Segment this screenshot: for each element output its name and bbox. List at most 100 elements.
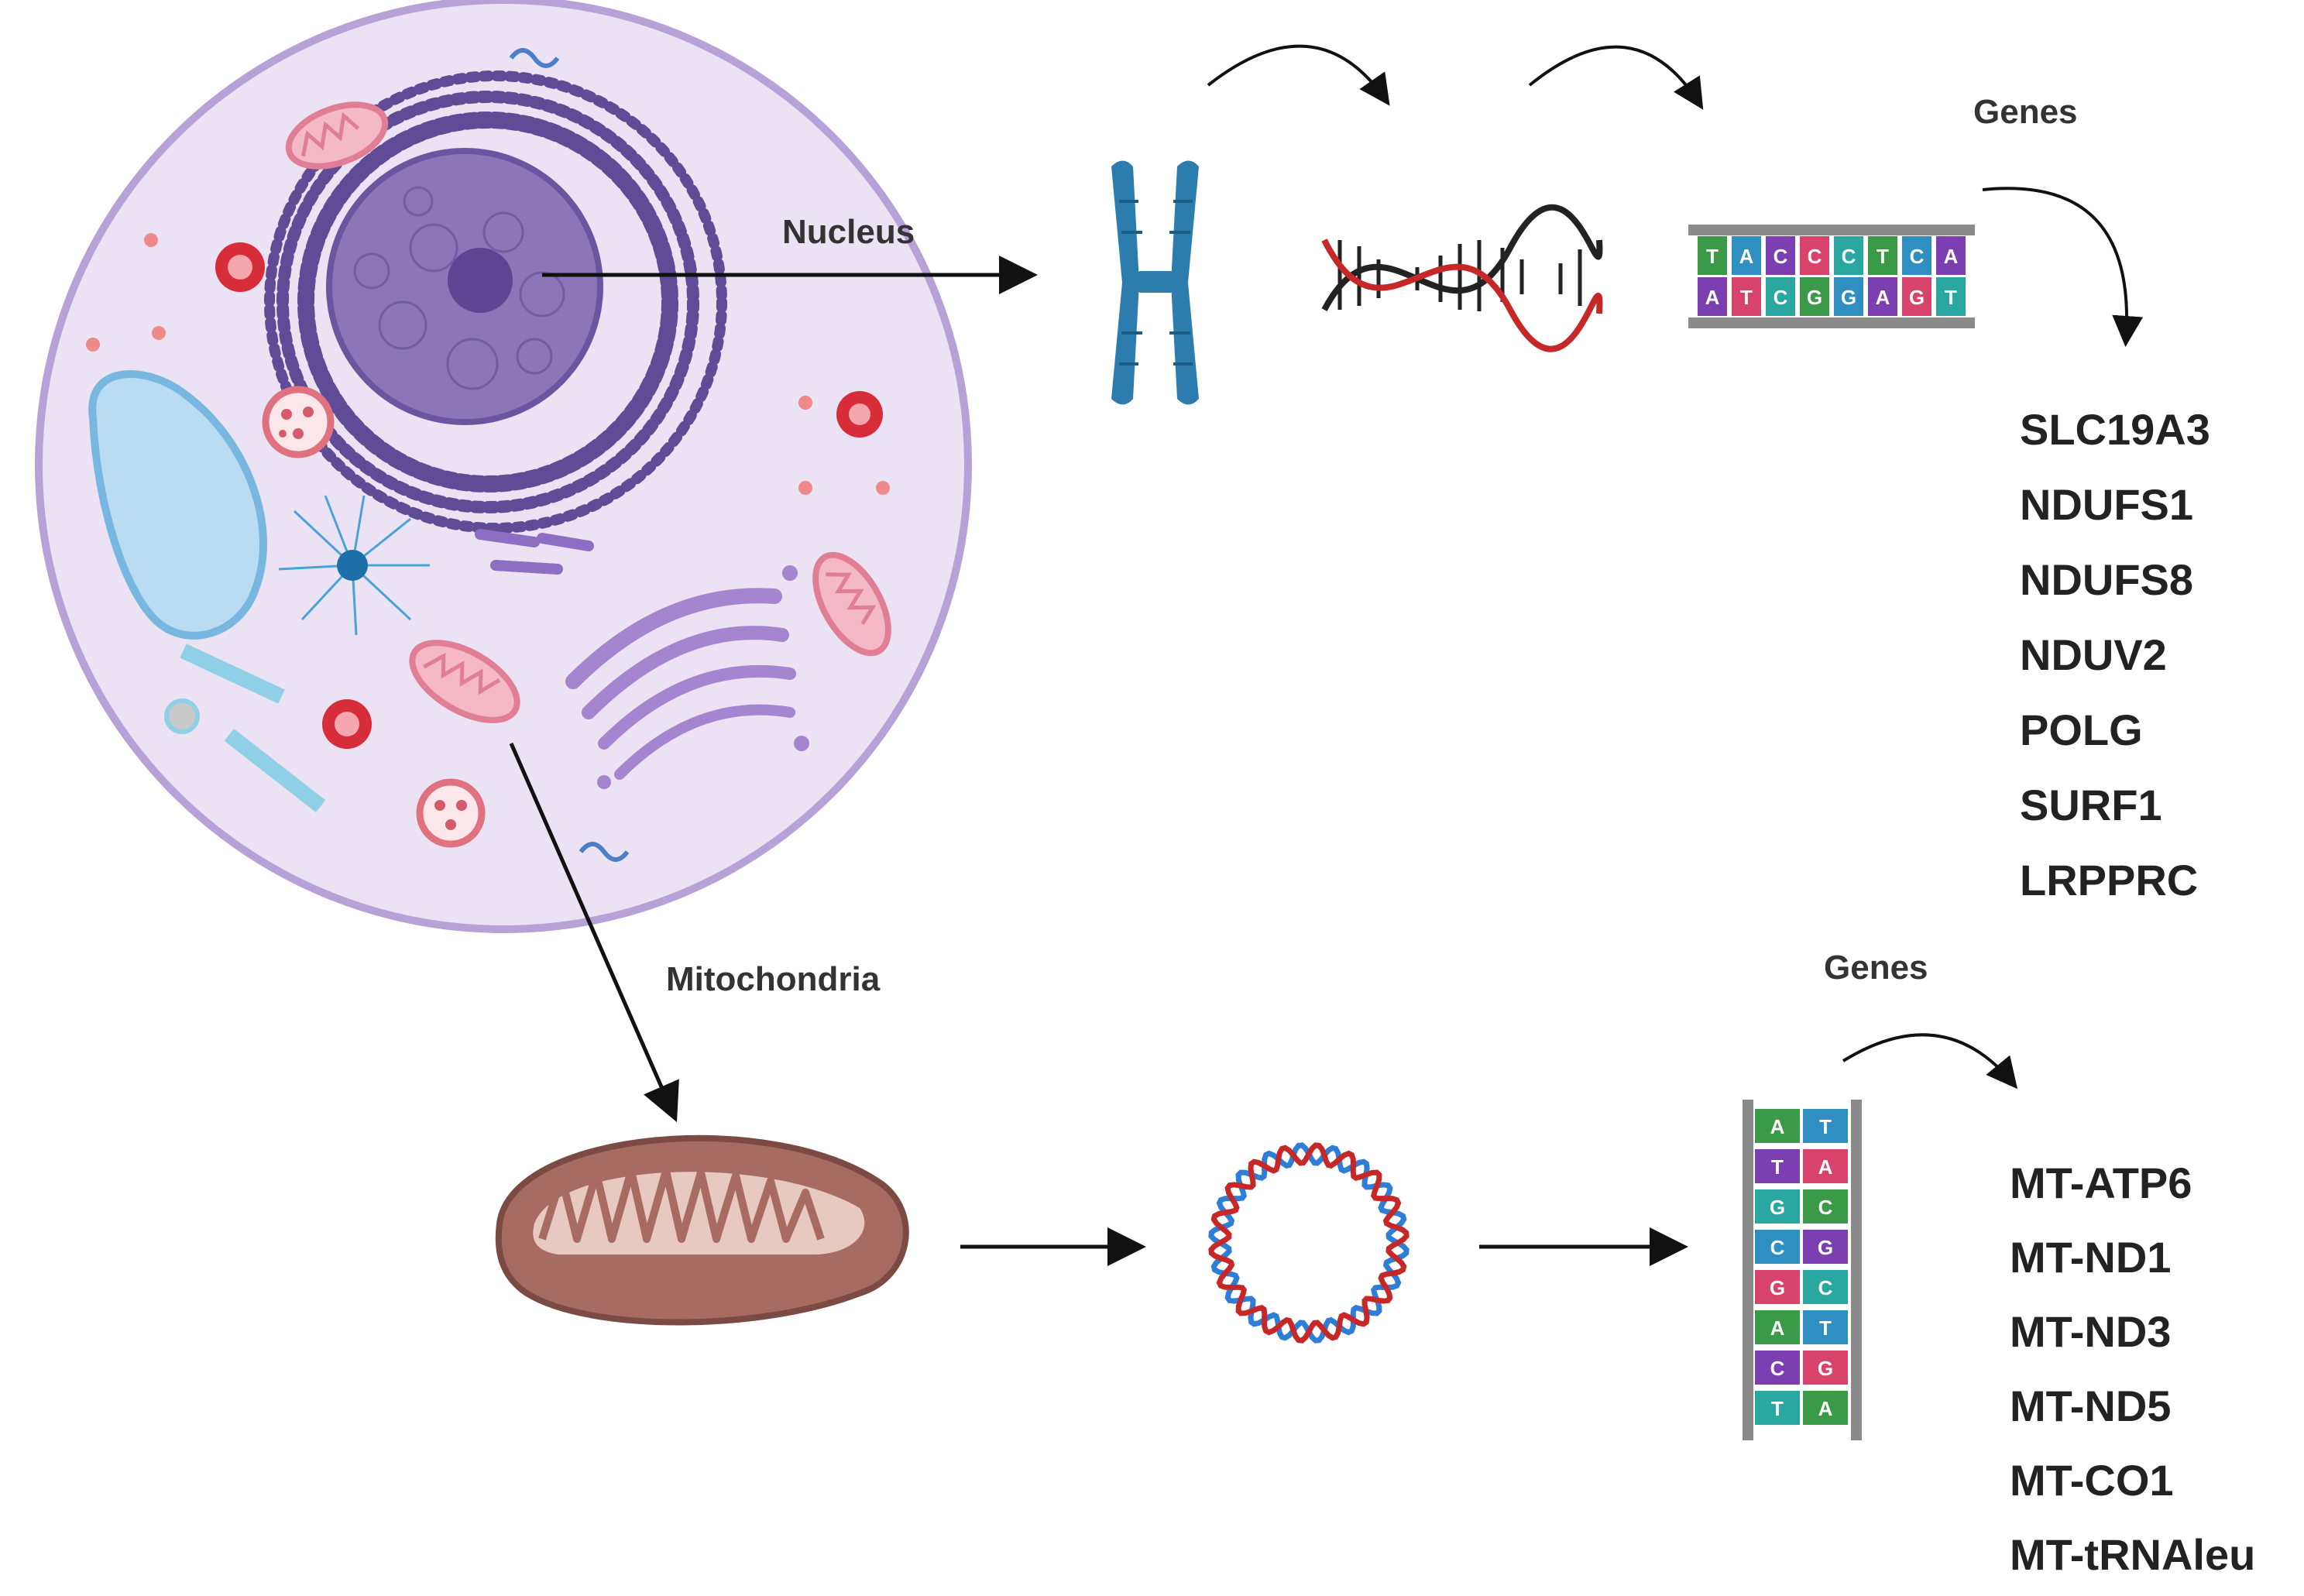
base-letter: C (1773, 245, 1788, 268)
dna-helix-icon (1321, 204, 1603, 352)
base-letter: A (1739, 245, 1754, 268)
base-block (1732, 236, 1761, 275)
centrosome (278, 495, 430, 636)
base-letter: A (1770, 1316, 1785, 1340)
gene-name: LRPPRC (2020, 856, 2199, 904)
squiggle-top (509, 48, 560, 68)
base-block (1800, 277, 1829, 316)
base-block (1936, 236, 1966, 275)
chromosome-icon (1111, 160, 1199, 405)
peroxisomes (262, 386, 486, 848)
base-letter: A (1944, 245, 1959, 268)
base-letter: C (1910, 245, 1925, 268)
base-letter: G (1770, 1276, 1785, 1299)
base-block (1803, 1149, 1848, 1183)
gene-name: MT-tRNAleu (2010, 1530, 2256, 1579)
curved-arrow-2 (1528, 45, 1704, 110)
curved-arrow-4 (1842, 1033, 2018, 1090)
base-block (1803, 1270, 1848, 1304)
base-letter: A (1770, 1115, 1785, 1138)
base-letter: C (1770, 1236, 1785, 1259)
base-letter: T (1877, 245, 1889, 268)
gene-name: NDUFS8 (2020, 555, 2194, 604)
gene-name: NDUFS1 (2020, 480, 2194, 529)
mitochondria-label: Mitochondria (666, 960, 881, 998)
base-letter: G (1770, 1196, 1785, 1219)
base-letter: T (1819, 1316, 1832, 1340)
mitochondrion-icon (495, 1134, 909, 1326)
gene-name: MT-CO1 (2010, 1456, 2174, 1505)
base-letter: T (1945, 286, 1957, 309)
base-block (1936, 277, 1966, 316)
base-block (1755, 1270, 1800, 1304)
gene-name: MT-ATP6 (2010, 1158, 2192, 1207)
gene-name: SLC19A3 (2020, 405, 2210, 454)
base-letter: A (1876, 286, 1890, 309)
base-letter: C (1818, 1276, 1833, 1299)
vacuole (88, 370, 267, 640)
base-letter: C (1818, 1196, 1833, 1219)
base-block (1868, 277, 1897, 316)
base-block (1755, 1230, 1800, 1264)
mtdna-strand (1208, 1142, 1410, 1344)
base-block (1755, 1149, 1800, 1183)
base-letter: T (1740, 286, 1753, 309)
base-letter: A (1818, 1155, 1833, 1179)
mito-small-1 (285, 101, 389, 170)
mito-small-2 (409, 640, 520, 723)
er-fragments (475, 529, 594, 575)
base-block (1698, 277, 1727, 316)
base-block (1868, 236, 1897, 275)
base-letter: G (1841, 286, 1856, 309)
base-letter: C (1773, 286, 1788, 309)
vesicles (86, 233, 890, 495)
base-block (1902, 236, 1931, 275)
golgi-apparatus (565, 565, 809, 789)
genes-label-mito: Genes (1824, 949, 1928, 987)
base-letter: G (1909, 286, 1925, 309)
base-block (1755, 1391, 1800, 1425)
mito-small-3 (812, 551, 891, 657)
curved-arrow-1 (1207, 44, 1390, 106)
base-block (1755, 1310, 1800, 1344)
base-block (1766, 236, 1795, 275)
base-letter: C (1842, 245, 1856, 268)
base-block (1800, 236, 1829, 275)
base-letter: G (1818, 1236, 1833, 1259)
base-block (1803, 1391, 1848, 1425)
nucleus-label: Nucleus (782, 213, 915, 251)
gene-name: SURF1 (2020, 781, 2162, 829)
base-block (1834, 236, 1863, 275)
cytoskeleton (164, 644, 326, 813)
circular-mtdna-icon (1208, 1142, 1410, 1344)
arrow-mitochondria (509, 742, 679, 1123)
squiggle-bottom (579, 842, 630, 862)
base-letter: C (1808, 245, 1822, 268)
base-block (1834, 277, 1863, 316)
gene-name: MT-ND5 (2010, 1381, 2172, 1430)
base-block (1755, 1109, 1800, 1143)
chromatin (353, 186, 565, 390)
gene-name: MT-ND1 (2010, 1233, 2172, 1282)
base-block (1698, 236, 1727, 275)
nucleolus (448, 248, 513, 313)
gene-name: POLG (2020, 705, 2143, 754)
base-block (1732, 277, 1761, 316)
base-letter: A (1818, 1397, 1833, 1420)
gene-name: NDUV2 (2020, 630, 2167, 679)
base-block (1755, 1189, 1800, 1224)
curved-arrow-3 (1982, 187, 2144, 347)
base-block (1755, 1351, 1800, 1385)
base-letter: T (1819, 1115, 1832, 1138)
gene-name: MT-ND3 (2010, 1307, 2172, 1356)
base-block (1803, 1351, 1848, 1385)
base-letter: T (1771, 1397, 1784, 1420)
base-block (1803, 1189, 1848, 1224)
base-block (1902, 277, 1931, 316)
base-letter: A (1705, 286, 1720, 309)
base-letter: C (1770, 1357, 1785, 1380)
genes-label-nuclear: Genes (1973, 93, 2078, 131)
cell (35, 0, 972, 933)
base-block (1803, 1310, 1848, 1344)
